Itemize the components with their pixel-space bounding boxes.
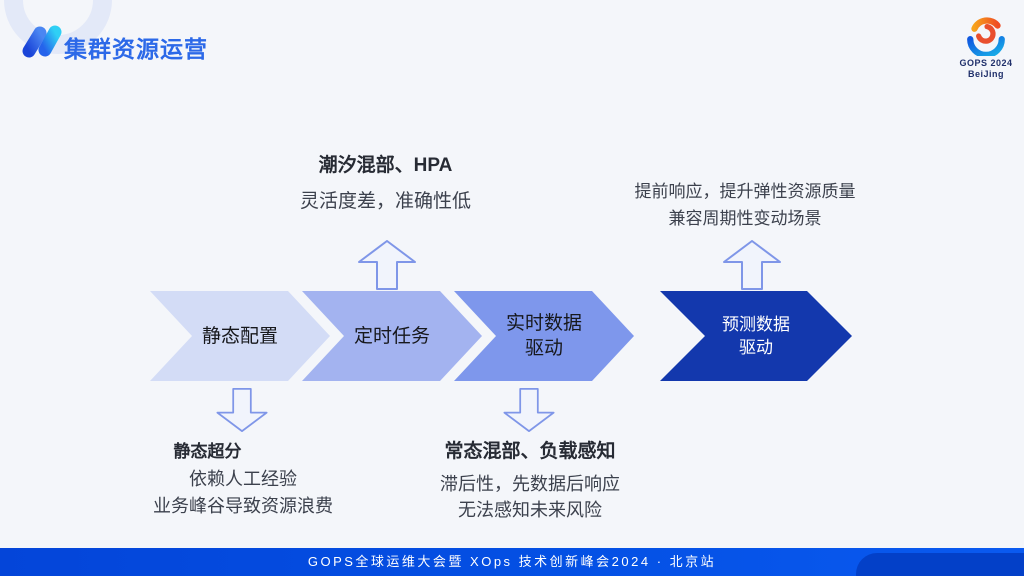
arrow-up-icon (358, 240, 416, 290)
callout-static-overcommit: 依赖人工经验 业务峰谷导致资源浪费 (118, 466, 368, 520)
callout-timed-tasks: 潮汐混部、HPA 灵活度差，准确性低 (263, 150, 508, 215)
flow-step-label: 预测数据 (722, 315, 790, 334)
flow-step-predictive-data: 预测数据 驱动 (660, 291, 852, 381)
callout-line: 提前响应，提升弹性资源质量 (634, 182, 856, 201)
callout-line: 业务峰谷导致资源浪费 (153, 496, 333, 516)
brand-slash-icon (22, 25, 62, 58)
flow-step-label: 实时数据 (505, 313, 582, 334)
flow-step-label: 定时任务 (353, 325, 430, 347)
footer-conference-text: GOPS全球运维大会暨 XOps 技术创新峰会2024 · 北京站 (307, 554, 717, 569)
arrow-down-icon (216, 388, 268, 432)
callout-line: 依赖人工经验 (189, 469, 297, 489)
page-title: 集群资源运营 (64, 36, 208, 62)
callout-line: 滞后性，先数据后响应 (440, 474, 620, 494)
conference-badge: GOPS 2024 BeiJing (950, 14, 1022, 81)
footer-banner: GOPS全球运维大会暨 XOps 技术创新峰会2024 · 北京站 (0, 548, 1024, 576)
callout-static-overcommit-title: 静态超分 (173, 442, 242, 461)
flow-step-static-config: 静态配置 (150, 291, 330, 381)
conference-name: GOPS 2024 (959, 58, 1013, 68)
footer-accent-shape (856, 553, 1024, 576)
conference-city: BeiJing (967, 69, 1004, 80)
arrow-down-icon (503, 388, 555, 432)
gops-swirl-icon (967, 17, 1005, 56)
flow-step-label: 驱动 (739, 338, 773, 357)
callout-colocation: 常态混部、负载感知 滞后性，先数据后响应 无法感知未来风险 (400, 436, 660, 523)
callout-line: 无法感知未来风险 (458, 500, 602, 520)
flow-step-label: 静态配置 (201, 325, 278, 347)
callout-line: 兼容周期性变动场景 (668, 209, 822, 228)
callout-title: 常态混部、负载感知 (444, 441, 616, 462)
arrow-up-icon (723, 240, 781, 290)
flow-step-label: 驱动 (524, 338, 563, 359)
callout-title: 潮汐混部、HPA (318, 155, 453, 176)
callout-predictive: 提前响应，提升弹性资源质量 兼容周期性变动场景 (612, 178, 878, 232)
callout-desc: 灵活度差，准确性低 (299, 191, 471, 212)
